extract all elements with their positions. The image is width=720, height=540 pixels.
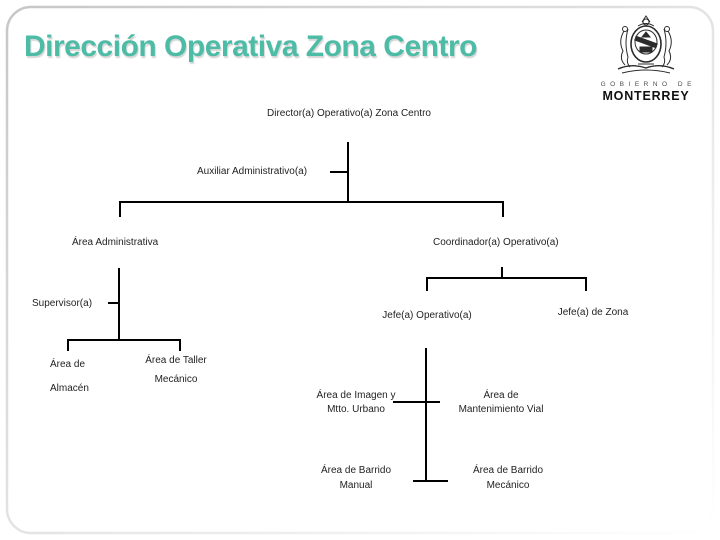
- connector-admin-down: [118, 268, 120, 341]
- connector-level2-left-drop: [119, 201, 121, 217]
- node-supervisor: Supervisor(a): [32, 298, 93, 309]
- connector-supervisor-tick: [108, 302, 120, 304]
- node-area-almacen: Área de Almacén: [50, 353, 89, 401]
- connector-barrido-tick: [413, 480, 448, 482]
- monterrey-crest-icon: [617, 15, 675, 74]
- node-area-barrido-mecanico: Área de Barrido Mecánico: [473, 463, 543, 493]
- node-area-taller-mecanico: Área de Taller Mecánico: [145, 351, 207, 389]
- node-line: Área de: [483, 390, 519, 401]
- node-line: Mecánico: [486, 480, 530, 491]
- logo-caption-bottom: MONTERREY: [602, 89, 690, 103]
- node-line: Área de Barrido: [472, 465, 544, 476]
- monterrey-logo: GOBIERNO DE MONTERREY: [598, 13, 694, 103]
- connector-jefes-horizontal: [426, 277, 587, 279]
- node-jefe-de-zona: Jefe(a) de Zona: [557, 307, 629, 318]
- connector-auxiliar-tick: [330, 171, 349, 173]
- connector-almacen-horizontal: [67, 339, 181, 341]
- connector-jefe-operativo-down: [425, 348, 427, 482]
- node-area-administrativa: Área Administrativa: [72, 237, 159, 248]
- node-area-barrido-manual: Área de Barrido Manual: [321, 463, 391, 493]
- node-line: Mecánico: [154, 374, 198, 385]
- connector-jefes-right-drop: [585, 277, 587, 291]
- node-coordinador-operativo: Coordinador(a) Operativo(a): [433, 237, 559, 248]
- node-jefe-operativo: Jefe(a) Operativo(a): [382, 310, 472, 321]
- connector-almacen-right-drop: [179, 339, 181, 351]
- node-line: Área de Barrido: [320, 465, 392, 476]
- node-line: Área de Taller: [145, 355, 207, 366]
- connector-jefes-left-drop: [426, 277, 428, 291]
- node-line: Mtto. Urbano: [327, 404, 385, 415]
- node-line: Almacén: [50, 383, 89, 394]
- connector-almacen-left-drop: [67, 339, 69, 351]
- node-line: Área de Imagen y: [316, 390, 396, 401]
- node-line: Manual: [339, 480, 373, 491]
- node-director: Director(a) Operativo(a) Zona Centro: [267, 108, 431, 119]
- logo-caption-top: GOBIERNO DE: [600, 81, 696, 88]
- node-line: Mantenimiento Vial: [458, 404, 544, 415]
- connector-level2-horizontal: [119, 201, 504, 203]
- connector-imagen-tick: [393, 401, 440, 403]
- page-title: Dirección Operativa Zona Centro: [24, 30, 477, 63]
- node-line: Área de: [50, 359, 86, 370]
- node-area-imagen-mtto-urbano: Área de Imagen y Mtto. Urbano: [317, 389, 396, 417]
- node-area-mantenimiento-vial: Área de Mantenimiento Vial: [459, 389, 544, 417]
- connector-coordinador-down: [501, 267, 503, 279]
- connector-level2-right-drop: [502, 201, 504, 217]
- node-auxiliar-administrativo: Auxiliar Administrativo(a): [197, 166, 308, 177]
